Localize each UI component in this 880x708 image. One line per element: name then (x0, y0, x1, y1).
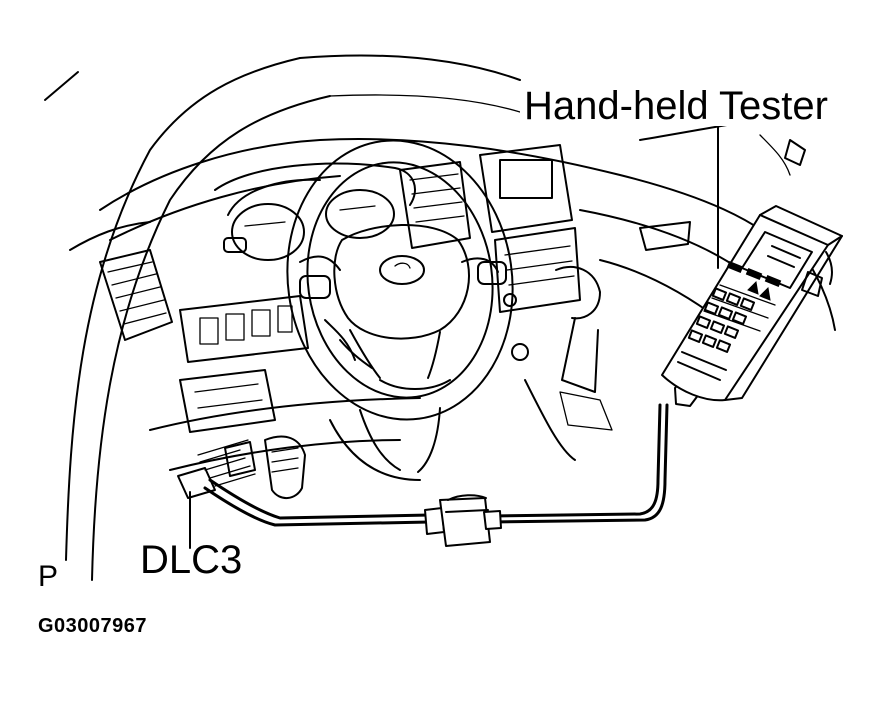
instrument-cluster (214, 162, 416, 261)
windshield-pillar (44, 54, 521, 581)
hand-held-tester-label: Hand-held Tester (520, 86, 832, 126)
lower-dash-switches (149, 295, 421, 471)
steering-wheel (286, 139, 514, 421)
center-console (399, 144, 613, 461)
tester-keypad (687, 280, 771, 353)
left-air-vent (99, 249, 173, 341)
steering-column (359, 407, 441, 473)
figure-id: G03007967 (38, 615, 148, 637)
pedals (224, 419, 421, 499)
view-marker: P (38, 560, 59, 593)
tester-cable (203, 403, 669, 527)
hand-held-tester-device (661, 205, 843, 407)
dlc3-label: DLC3 (140, 538, 243, 582)
dlc3-connector (177, 439, 256, 499)
dashboard-outline (69, 114, 801, 286)
cable-adapter (424, 494, 502, 547)
